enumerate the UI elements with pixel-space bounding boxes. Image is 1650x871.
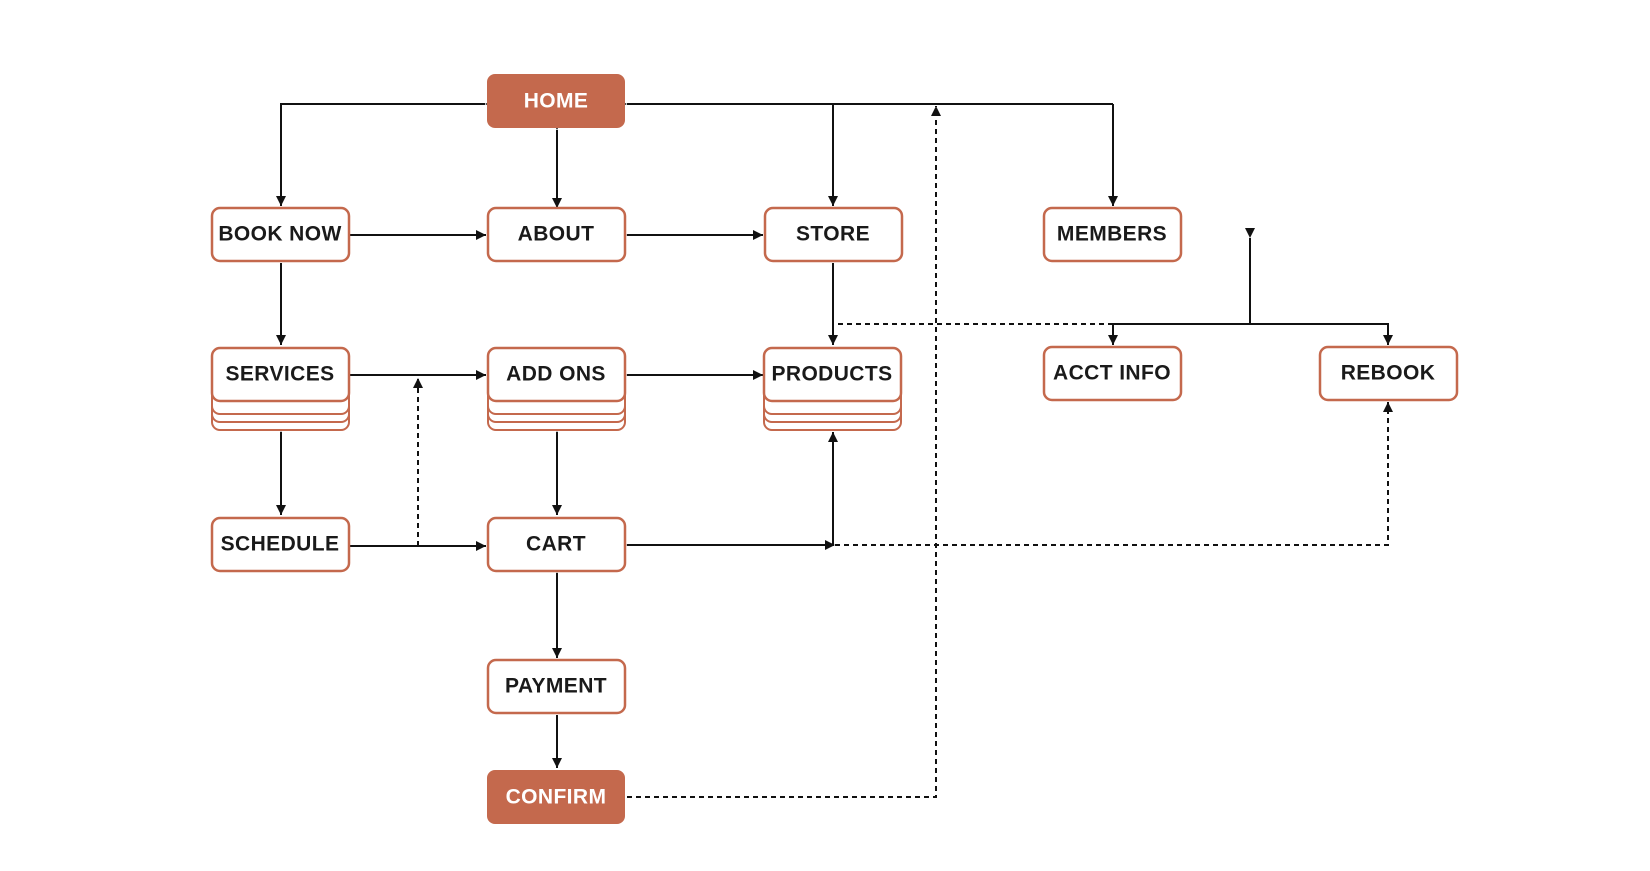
node-book-now: BOOK NOW [210,206,351,263]
node-members: MEMBERS [1042,206,1183,263]
node-payment-label: PAYMENT [505,675,607,698]
node-store: STORE [763,206,904,263]
node-home-label: HOME [524,90,589,113]
node-products-label: PRODUCTS [771,363,892,386]
edge-members-rebook [1250,323,1393,345]
node-confirm-label: CONFIRM [506,786,607,809]
node-book-now-label: BOOK NOW [218,223,341,246]
edge-confirm-home-dashed [627,106,941,798]
node-about-label: ABOUT [518,223,595,246]
node-about: ABOUT [486,206,627,263]
node-rebook-label: REBOOK [1341,362,1436,385]
node-confirm: CONFIRM [487,770,625,824]
node-add-ons-label: ADD ONS [506,363,606,386]
node-acct-info-label: ACCT INFO [1053,362,1171,385]
node-home: HOME [487,74,625,128]
node-products: PRODUCTS [762,346,903,431]
node-payment: PAYMENT [486,658,627,715]
edge-members-branch [1108,228,1255,345]
edge-home-book-now [276,99,495,206]
node-services: SERVICES [210,346,351,431]
node-schedule-label: SCHEDULE [221,533,340,556]
edge-rebook-cart-dashed [825,402,1393,550]
node-schedule: SCHEDULE [210,516,351,573]
node-cart-label: CART [526,533,586,556]
node-acct-info: ACCT INFO [1042,345,1183,402]
node-store-label: STORE [796,223,870,246]
edge-cart-products [617,432,838,550]
node-members-label: MEMBERS [1057,223,1167,246]
node-add-ons: ADD ONS [486,346,627,431]
node-rebook: REBOOK [1318,345,1459,402]
node-services-label: SERVICES [225,363,334,386]
node-cart: CART [486,516,627,573]
